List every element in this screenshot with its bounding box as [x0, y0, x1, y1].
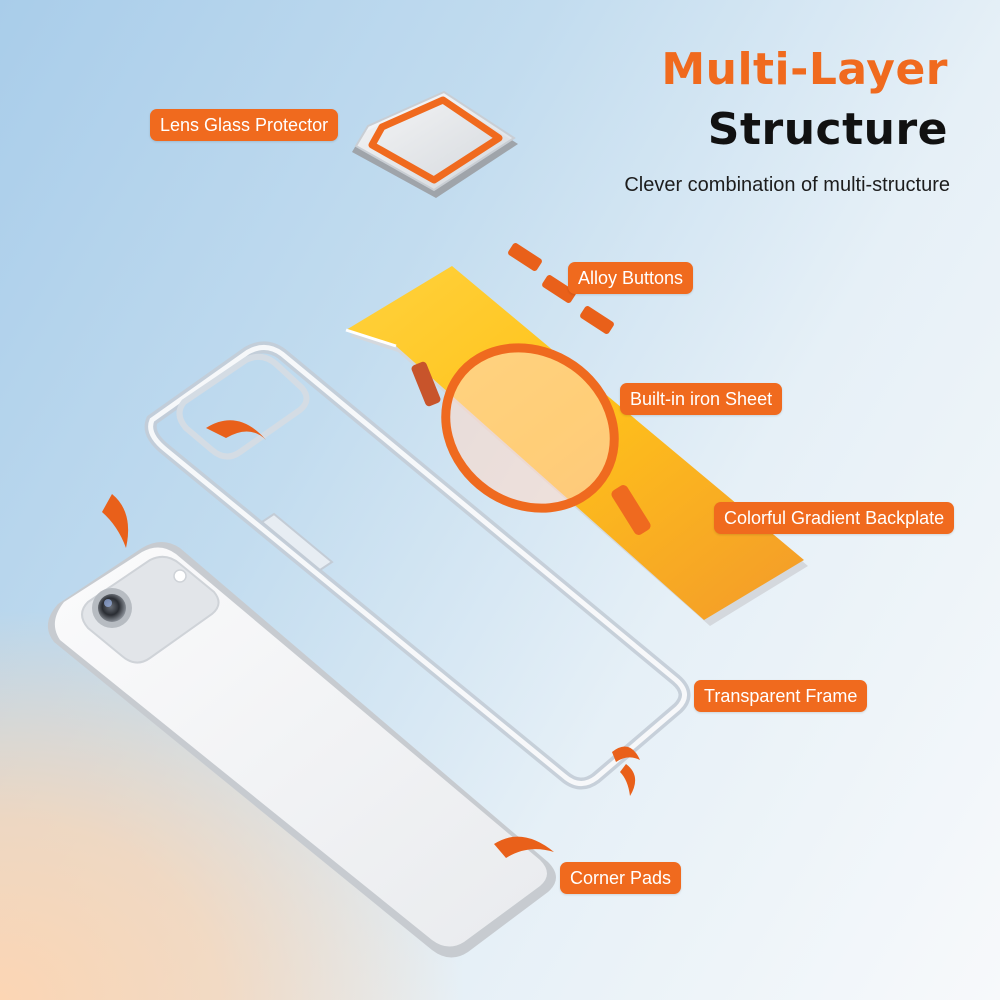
label-colorful-gradient-backplate: Colorful Gradient Backplate [714, 502, 955, 534]
label-built-in-iron-sheet: Built-in iron Sheet [620, 383, 783, 415]
label-alloy-buttons: Alloy Buttons [568, 262, 694, 294]
lens-glass-protector [352, 90, 518, 198]
label-corner-pads: Corner Pads [560, 862, 682, 894]
alloy-buttons [508, 243, 614, 334]
built-in-iron-sheet [411, 343, 651, 535]
headline-line-2: Structure [707, 104, 948, 155]
corner-pads [102, 420, 640, 858]
label-transparent-frame: Transparent Frame [694, 680, 868, 712]
colorful-gradient-backplate [345, 266, 808, 626]
headline-subtitle: Clever combination of multi-structure [624, 174, 950, 196]
transparent-frame [144, 341, 691, 790]
headline-line-1: Multi-Layer [661, 44, 948, 95]
label-lens-glass-protector: Lens Glass Protector [150, 109, 339, 141]
phone-body [47, 542, 556, 958]
